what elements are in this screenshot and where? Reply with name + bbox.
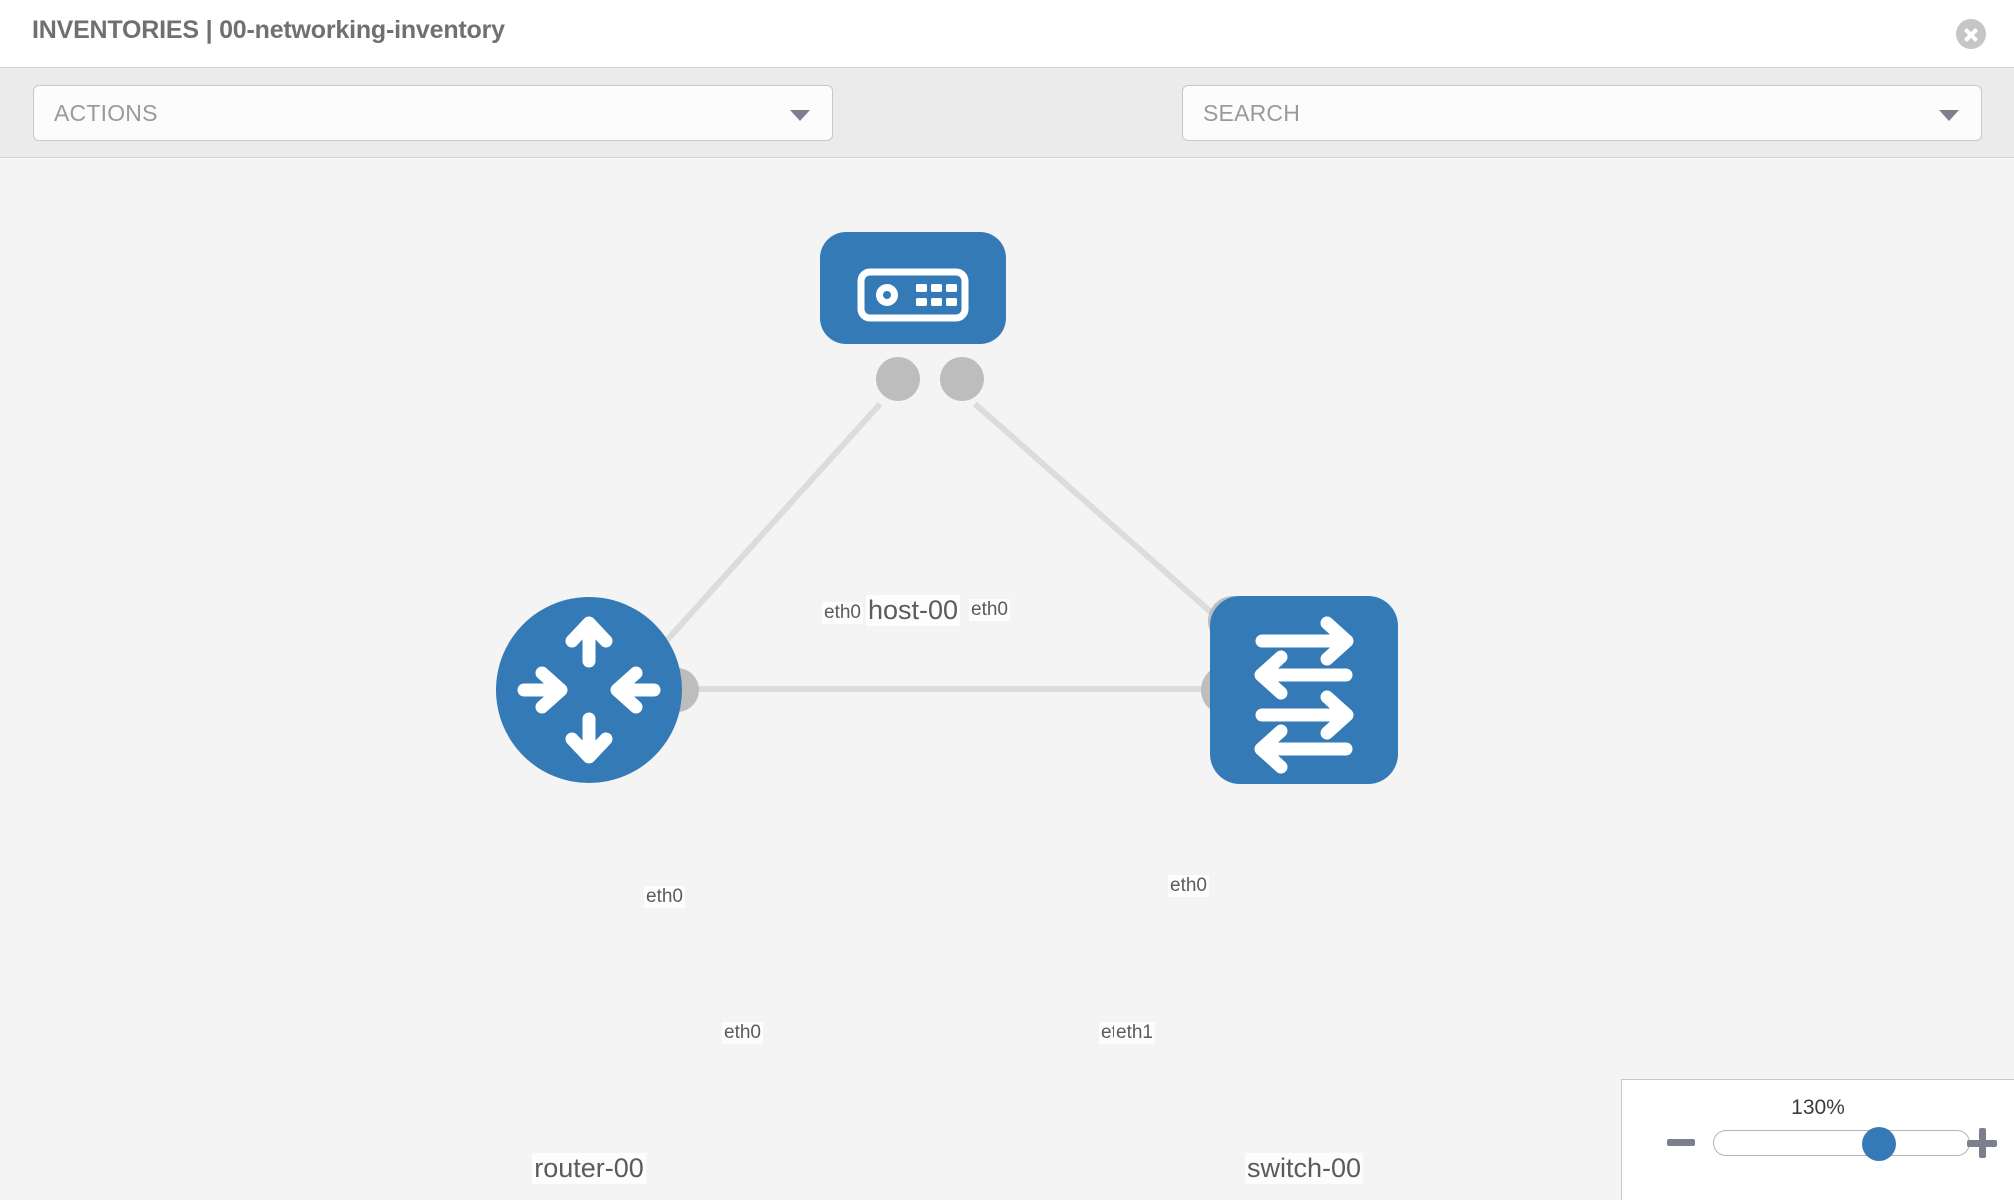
node-router-00[interactable] — [496, 597, 682, 783]
port-label: eth0 — [722, 1022, 763, 1044]
port-label: eth0 — [969, 599, 1010, 621]
port-label: eth0 — [1168, 875, 1209, 897]
topology-graph — [496, 232, 1398, 784]
edge-host-router — [647, 401, 883, 662]
port-label: eth1 — [1114, 1022, 1155, 1044]
node-label-router-00: router-00 — [532, 1153, 646, 1184]
router-arrows-icon — [517, 616, 661, 764]
zoom-in-button[interactable] — [1967, 1128, 1997, 1158]
node-switch-00[interactable] — [1210, 596, 1398, 784]
actions-dropdown-label: ACTIONS — [54, 100, 158, 126]
edge-host-switch — [973, 401, 1232, 632]
zoom-out-button[interactable] — [1667, 1139, 1695, 1146]
connector-host-left — [876, 357, 920, 401]
search-placeholder: SEARCH — [1203, 100, 1301, 126]
page-header: INVENTORIES | 00-networking-inventory — [0, 0, 2014, 68]
toolbar: ACTIONS SEARCH — [0, 68, 2014, 201]
graph-edges — [647, 401, 1232, 692]
zoom-slider[interactable] — [1713, 1127, 1970, 1161]
server-icon — [857, 268, 969, 322]
actions-dropdown[interactable]: ACTIONS — [33, 85, 833, 141]
search-input[interactable]: SEARCH — [1182, 85, 1982, 141]
plus-icon-horizontal — [1967, 1139, 1997, 1147]
zoom-slider-thumb[interactable] — [1862, 1127, 1896, 1161]
graph-connectors — [655, 357, 1258, 715]
chevron-down-icon — [790, 110, 810, 121]
port-label: eth0 — [644, 886, 685, 908]
node-label-switch-00: switch-00 — [1244, 1153, 1364, 1184]
switch-arrows-icon — [1254, 616, 1354, 774]
connector-host-right — [940, 357, 984, 401]
topology-canvas[interactable]: eth0 eth0 eth0 eth0 eth0 eth0 eth1 host-… — [0, 159, 2014, 1200]
page-title: INVENTORIES | 00-networking-inventory — [32, 16, 505, 44]
node-label-host-00: host-00 — [865, 595, 961, 626]
close-icon[interactable] — [1956, 19, 1986, 49]
node-host-00[interactable] — [820, 232, 1006, 344]
port-label: eth0 — [822, 602, 863, 624]
zoom-level-label: 130% — [1791, 1096, 1845, 1119]
chevron-down-icon[interactable] — [1939, 110, 1959, 121]
zoom-control: 130% — [1621, 1079, 2014, 1200]
